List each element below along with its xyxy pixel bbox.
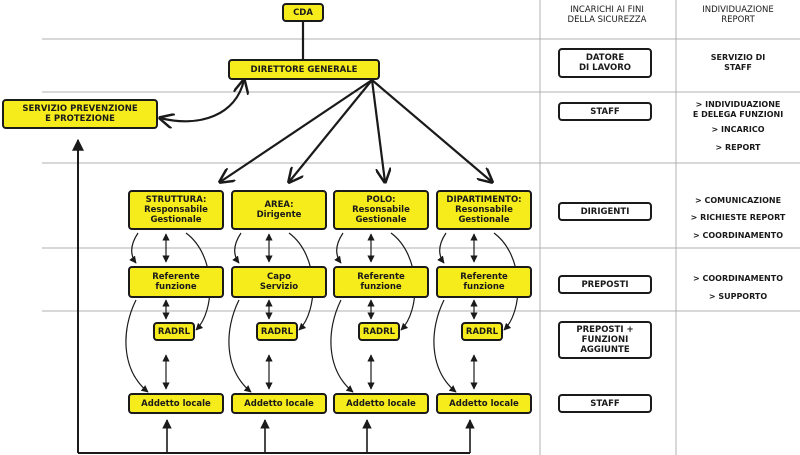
dg-to-struttura-arrow [220, 79, 373, 182]
dg-to-dipartimento-arrow [371, 79, 492, 182]
area-capo-servizio-label: Capo Servizio [259, 272, 299, 292]
report-staff-2-text: > INCARICO [711, 125, 765, 134]
struttura-ref-addetto-curve [125, 299, 149, 393]
incarico-preposti-box: PREPOSTI [558, 275, 652, 294]
area-head-label: AREA: Dirigente [256, 200, 302, 220]
incarico-staff-label: STAFF [590, 106, 620, 117]
incarico-staff-bottom-label: STAFF [590, 398, 620, 409]
dipartimento-head-box: DIPARTIMENTO: Resonsabile Gestionale [436, 190, 532, 230]
column-separators [539, 0, 677, 455]
report-staff-2: > INCARICO [676, 125, 800, 135]
polo-radrl-box: RADRL [358, 322, 400, 341]
report-dirigenti-3: > COORDINAMENTO [676, 231, 800, 241]
struttura-head-ref-curve [129, 232, 139, 264]
area-capo-servizio-box: Capo Servizio [231, 266, 327, 298]
dipartimento-addetto-box: Addetto locale [436, 393, 532, 414]
polo-head-label: POLO: Resonsabile Gestionale [352, 195, 410, 225]
incarico-staff-box: STAFF [558, 102, 652, 121]
report-dirigenti-2: > RICHIESTE REPORT [676, 213, 800, 223]
struttura-referente-box: Referente funzione [128, 266, 224, 298]
direttore-generale-label: DIRETTORE GENERALE [250, 64, 358, 75]
dipartimento-ref-addetto-curve [433, 299, 457, 393]
dipartimento-referente-label: Referente funzione [460, 272, 508, 292]
polo-head-ref-curve [334, 232, 344, 264]
struttura-radrl-label: RADRL [157, 326, 191, 337]
incarichi-header: INCARICHI AI FINI DELLA SICUREZZA [542, 5, 672, 25]
polo-radrl-label: RADRL [362, 326, 396, 337]
struttura-head-label: STRUTTURA: Responsabile Gestionale [144, 195, 208, 225]
servizio-prevenzione-label: SERVIZIO PREVENZIONE E PROTEZIONE [22, 104, 138, 124]
dipartimento-head-label: DIPARTIMENTO: Resonsabile Gestionale [446, 195, 522, 225]
dg-spp-arrow [160, 80, 244, 121]
cda-label: CDA [293, 7, 313, 18]
struttura-radrl-box: RADRL [153, 322, 195, 341]
polo-referente-box: Referente funzione [333, 266, 429, 298]
polo-ref-addetto-curve [330, 299, 354, 393]
incarico-dirigenti-label: DIRIGENTI [580, 206, 630, 217]
area-radrl-label: RADRL [260, 326, 294, 337]
struttura-head-box: STRUTTURA: Responsabile Gestionale [128, 190, 224, 230]
report-header-text: INDIVIDUAZIONE REPORT [702, 5, 774, 25]
report-header: INDIVIDUAZIONE REPORT [676, 5, 800, 25]
report-datore: SERVIZIO DI STAFF [676, 53, 800, 73]
report-preposti-1: > COORDINAMENTO [676, 274, 800, 284]
polo-head-box: POLO: Resonsabile Gestionale [333, 190, 429, 230]
area-head-ref-curve [232, 232, 242, 264]
struttura-addetto-box: Addetto locale [128, 393, 224, 414]
dg-to-polo-arrow [370, 79, 385, 182]
incarico-datore-box: DATORE DI LAVORO [558, 48, 652, 78]
direttore-generale-box: DIRETTORE GENERALE [228, 59, 380, 80]
cda-box: CDA [282, 3, 324, 22]
area-addetto-box: Addetto locale [231, 393, 327, 414]
polo-referente-label: Referente funzione [357, 272, 405, 292]
servizio-prevenzione-box: SERVIZIO PREVENZIONE E PROTEZIONE [2, 99, 158, 129]
report-preposti-2: > SUPPORTO [676, 292, 800, 302]
polo-addetto-box: Addetto locale [333, 393, 429, 414]
area-radrl-box: RADRL [256, 322, 298, 341]
area-addetto-label: Addetto locale [244, 398, 314, 409]
dipartimento-radrl-box: RADRL [461, 322, 503, 341]
column-connectors [125, 232, 519, 393]
incarico-dirigenti-box: DIRIGENTI [558, 202, 652, 221]
report-dirigenti-2-text: > RICHIESTE REPORT [690, 213, 786, 222]
struttura-addetto-label: Addetto locale [141, 398, 211, 409]
report-preposti-1-text: > COORDINAMENTO [692, 274, 783, 283]
report-preposti-2-text: > SUPPORTO [708, 292, 768, 301]
report-staff-1: > INDIVIDUAZIONE E DELEGA FUNZIONI [676, 100, 800, 120]
struttura-referente-label: Referente funzione [152, 272, 200, 292]
area-ref-addetto-curve [228, 299, 252, 393]
dg-to-area-arrow [289, 79, 373, 182]
report-staff-3: > REPORT [676, 143, 800, 153]
dipartimento-referente-box: Referente funzione [436, 266, 532, 298]
dipartimento-head-ref-curve [437, 232, 447, 264]
report-dirigenti-3-text: > COORDINAMENTO [692, 231, 783, 240]
report-dirigenti-1: > COMUNICAZIONE [676, 196, 800, 206]
incarichi-header-text: INCARICHI AI FINI DELLA SICUREZZA [567, 5, 647, 25]
dipartimento-addetto-label: Addetto locale [449, 398, 519, 409]
report-dirigenti-1-text: > COMUNICAZIONE [694, 196, 782, 205]
incarico-datore-label: DATORE DI LAVORO [578, 53, 632, 73]
report-staff-1-text: > INDIVIDUAZIONE E DELEGA FUNZIONI [692, 100, 784, 119]
report-datore-text: SERVIZIO DI STAFF [710, 53, 766, 72]
dg-fan-arrows [220, 79, 492, 182]
feedback-up-arrows [162, 419, 475, 453]
incarico-preposti-funzioni-label: PREPOSTI + FUNZIONI AGGIUNTE [576, 325, 634, 355]
incarico-preposti-label: PREPOSTI [581, 279, 629, 290]
polo-addetto-label: Addetto locale [346, 398, 416, 409]
report-staff-3-text: > REPORT [715, 143, 761, 152]
area-head-box: AREA: Dirigente [231, 190, 327, 230]
incarico-staff-bottom-box: STAFF [558, 394, 652, 413]
dipartimento-radrl-label: RADRL [465, 326, 499, 337]
incarico-preposti-funzioni-box: PREPOSTI + FUNZIONI AGGIUNTE [558, 321, 652, 359]
